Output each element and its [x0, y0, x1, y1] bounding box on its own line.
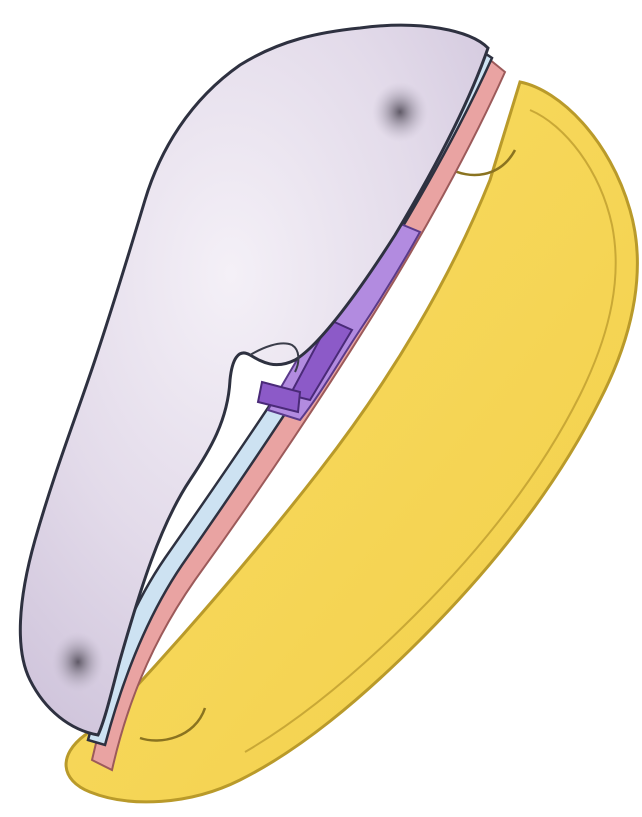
metatarsal-pad-icon [372, 82, 428, 142]
heel-cup-icon [52, 632, 104, 692]
